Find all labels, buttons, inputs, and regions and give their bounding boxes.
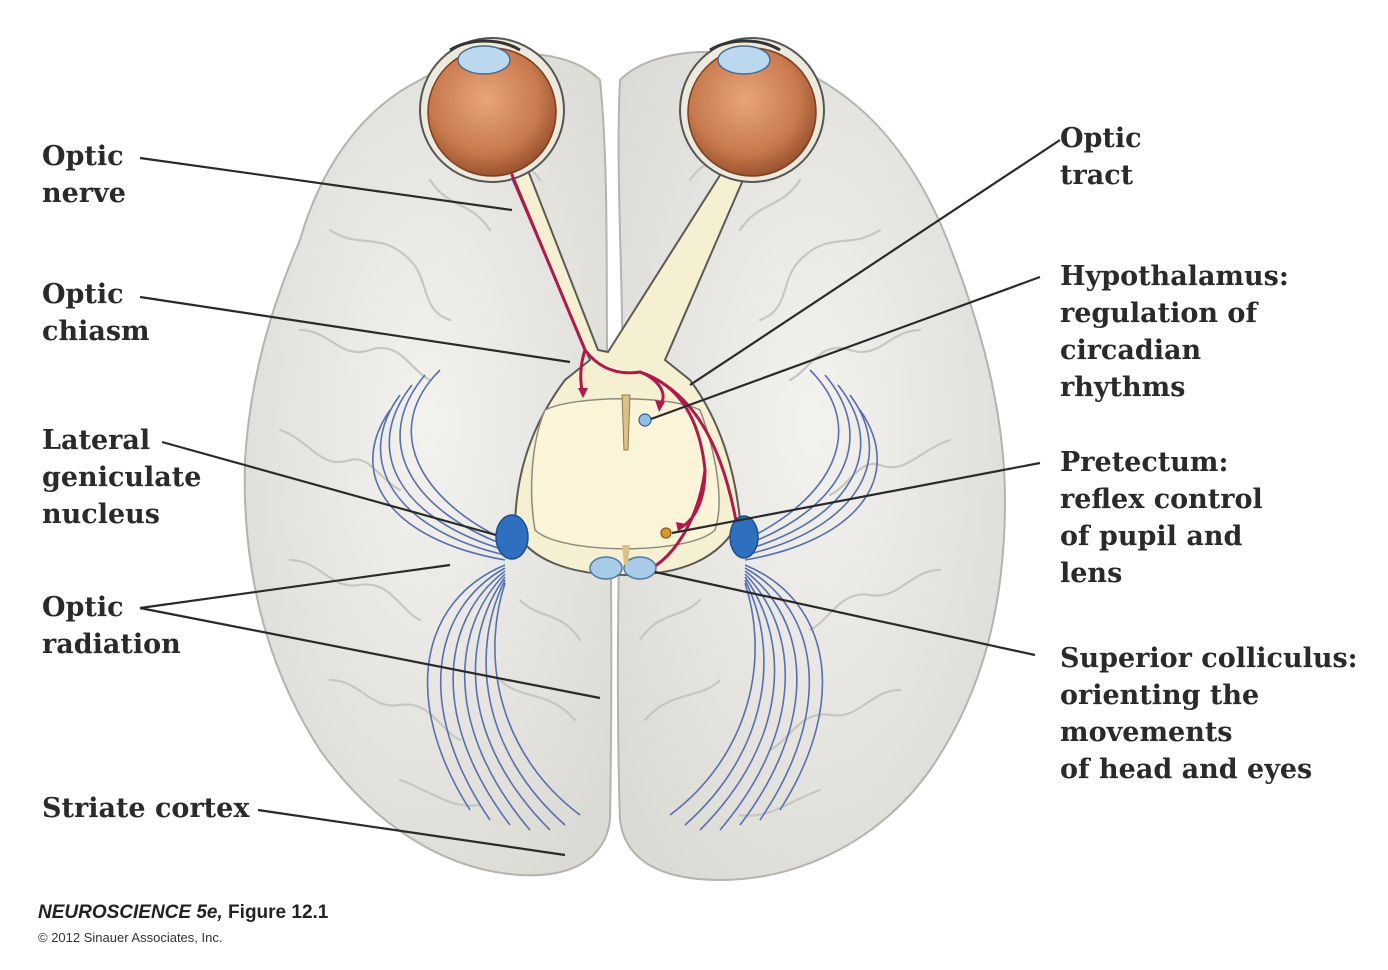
leader-lgn [161, 440, 497, 537]
hypothalamus-nucleus [638, 413, 652, 427]
right-eye [679, 37, 825, 183]
leader-optic-radiation-2 [139, 606, 601, 700]
label-optic-tract: Optic tract [1060, 123, 1142, 191]
figure-title: NEUROSCIENCE 5e, Figure 12.1 [38, 902, 328, 924]
lateral-geniculate-nucleus-left [495, 514, 529, 560]
figure-book-title: NEUROSCIENCE 5e, [38, 902, 223, 923]
midbrain [530, 398, 720, 550]
left-eye [419, 37, 565, 183]
leader-superior-colliculus [654, 570, 1036, 657]
label-optic-chiasm: Optic chiasm [42, 279, 150, 347]
leader-optic-chiasm [139, 295, 571, 364]
leader-pretectum [671, 461, 1041, 535]
label-superior-colliculus: Superior colliculus: orienting the movem… [1060, 643, 1358, 785]
label-hypothalamus: Hypothalamus: regulation of circadian rh… [1060, 261, 1289, 403]
label-optic-radiation: Optic radiation [42, 592, 181, 660]
label-striate-cortex: Striate cortex [42, 793, 250, 824]
leader-hypothalamus [650, 275, 1041, 421]
superior-colliculus-right [623, 556, 657, 580]
label-lateral-geniculate-nucleus: Lateral geniculate nucleus [42, 425, 202, 530]
midline-ventricle [622, 545, 630, 565]
label-optic-nerve: Optic nerve [42, 141, 126, 209]
leader-optic-tract [689, 139, 1061, 386]
third-ventricle [621, 394, 631, 451]
figure-number: Figure 12.1 [222, 902, 329, 923]
pretectum-nucleus [660, 527, 672, 539]
figure-copyright: © 2012 Sinauer Associates, Inc. [38, 930, 223, 945]
leader-lines [139, 139, 1061, 857]
lateral-geniculate-nucleus-right [729, 515, 759, 559]
superior-colliculus-left [589, 556, 623, 580]
label-pretectum: Pretectum: reflex control of pupil and l… [1060, 447, 1263, 589]
leader-striate-cortex [257, 808, 566, 857]
optic-radiation-fibers [372, 369, 878, 831]
leader-optic-nerve [139, 156, 513, 212]
leader-optic-radiation-1 [139, 563, 451, 610]
